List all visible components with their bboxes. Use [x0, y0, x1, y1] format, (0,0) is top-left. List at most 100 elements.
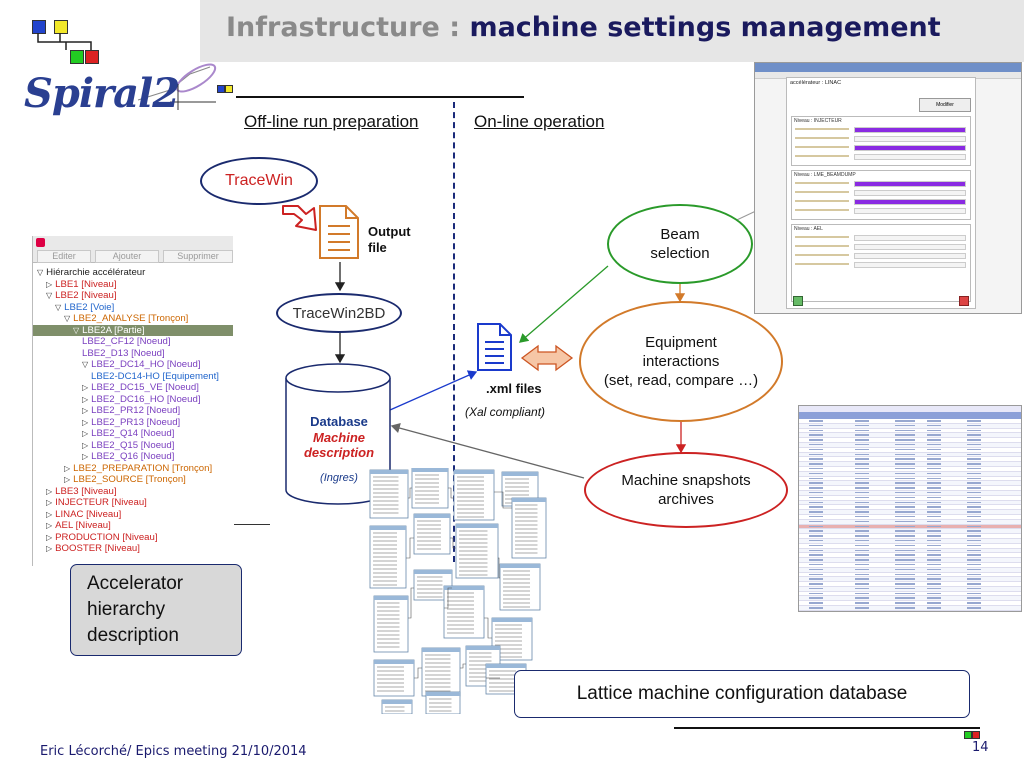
- screenshot-modify-button[interactable]: Modifier: [919, 98, 971, 112]
- collapsed-triangle-icon[interactable]: ▷: [46, 532, 53, 542]
- table-cell: [927, 583, 941, 585]
- collapsed-triangle-icon[interactable]: ▷: [46, 521, 53, 530]
- table-row: [799, 577, 1021, 583]
- schema-relation: [408, 587, 414, 619]
- tree-item[interactable]: ▷LBE2_PR12 [Noeud]: [82, 405, 180, 416]
- table-cell: [895, 559, 915, 561]
- tree-item[interactable]: ▷LBE1 [Niveau]: [46, 279, 117, 290]
- collapsed-triangle-icon[interactable]: ▷: [82, 440, 89, 450]
- screenshot-section: Niveau : INJECTEUR: [791, 116, 971, 166]
- collapsed-triangle-icon[interactable]: ▷: [46, 486, 53, 496]
- screenshot-ok-icon[interactable]: [793, 296, 803, 306]
- tree-item[interactable]: ▽LBE2 [Voie]: [55, 302, 114, 313]
- tree-item[interactable]: ▷LBE2_Q14 [Noeud]: [82, 428, 174, 439]
- arrow-database-to-xml: [389, 370, 478, 411]
- table-cell: [895, 420, 915, 422]
- edit-button[interactable]: Editer: [37, 250, 91, 263]
- tree-item[interactable]: ▽LBE2A [Partie]: [33, 324, 233, 336]
- collapsed-triangle-icon[interactable]: ▷: [82, 394, 89, 404]
- table-cell: [927, 568, 941, 571]
- database-label-line2: Machine: [312, 430, 365, 445]
- collapsed-triangle-icon[interactable]: ▷: [82, 429, 89, 438]
- tree-item[interactable]: ▽LBE2_DC14_HO [Noeud]: [82, 359, 200, 370]
- tree-item[interactable]: ▷AEL [Niveau]: [46, 520, 111, 531]
- expanded-triangle-icon[interactable]: ▽: [37, 268, 44, 277]
- table-cell: [895, 439, 915, 441]
- database-label-line1: Database: [310, 414, 368, 429]
- table-cell: [855, 506, 869, 508]
- screenshot-section-title: Niveau : INJECTEUR: [794, 118, 842, 124]
- table-cell: [967, 554, 981, 556]
- tree-item[interactable]: ▷LBE2_DC16_HO [Noeud]: [82, 394, 200, 405]
- accelerator-callout-line2: hierarchy: [87, 599, 166, 620]
- tree-item[interactable]: ▷LBE2_Q16 [Noeud]: [82, 451, 174, 462]
- tree-panel-rule: [234, 524, 270, 525]
- expanded-triangle-icon[interactable]: ▽: [82, 360, 89, 369]
- table-cell: [809, 573, 823, 575]
- collapsed-triangle-icon[interactable]: ▷: [46, 509, 53, 519]
- accelerator-callout-line1: Accelerator: [87, 573, 184, 594]
- collapsed-triangle-icon[interactable]: ▷: [82, 417, 89, 427]
- tree-item[interactable]: ▷LBE2_SOURCE [Tronçon]: [64, 474, 186, 485]
- table-cell: [967, 525, 981, 528]
- expanded-triangle-icon[interactable]: ▽: [73, 325, 80, 335]
- tree-item[interactable]: ▷LBE2_DC15_VE [Noeud]: [82, 382, 199, 393]
- expanded-triangle-icon[interactable]: ▽: [64, 314, 71, 323]
- screenshot-close-icon[interactable]: [959, 296, 969, 306]
- expanded-triangle-icon[interactable]: ▽: [55, 302, 62, 312]
- collapsed-triangle-icon[interactable]: ▷: [46, 544, 53, 553]
- accelerator-tree-panel: Editer Ajouter Supprimer ▽Hiérarchie acc…: [32, 236, 233, 566]
- table-cell: [895, 453, 915, 456]
- tree-item[interactable]: ▷LBE2_PREPARATION [Tronçon]: [64, 463, 212, 474]
- table-cell: [967, 420, 981, 422]
- tree-item[interactable]: ▷INJECTEUR [Niveau]: [46, 497, 147, 508]
- tree-item[interactable]: ▽LBE2 [Niveau]: [46, 290, 117, 301]
- table-cell: [855, 496, 869, 499]
- tree-item[interactable]: LBE2_D13 [Noeud]: [82, 348, 165, 359]
- collapsed-triangle-icon[interactable]: ▷: [82, 383, 89, 392]
- tree-item[interactable]: ▽Hiérarchie accélérateur: [37, 267, 145, 278]
- schema-table: [425, 691, 461, 714]
- table-cell: [809, 487, 823, 489]
- table-cell: [895, 535, 915, 537]
- table-cell: [927, 501, 941, 504]
- tree-item[interactable]: ▷BOOSTER [Niveau]: [46, 543, 140, 554]
- tree-item[interactable]: LBE2-DC14-HO [Equipement]: [91, 371, 219, 382]
- add-button[interactable]: Ajouter: [95, 250, 159, 263]
- tree-item[interactable]: ▷LBE2_Q15 [Noeud]: [82, 440, 174, 451]
- table-cell: [855, 530, 869, 532]
- screenshot-field-label: [795, 191, 849, 193]
- table-cell: [967, 530, 981, 532]
- delete-button[interactable]: Supprimer: [163, 250, 233, 263]
- arrow-tracewin-to-output: [282, 205, 317, 231]
- tree-item-label: BOOSTER [Niveau]: [55, 543, 140, 554]
- tree-item-label: LBE2A [Partie]: [82, 324, 145, 336]
- expanded-triangle-icon[interactable]: ▽: [46, 291, 53, 300]
- tree-item[interactable]: ▽LBE2_ANALYSE [Tronçon]: [64, 313, 188, 324]
- collapsed-triangle-icon[interactable]: ▷: [64, 475, 71, 484]
- schema-relation: [408, 487, 412, 499]
- table-cell: [927, 448, 941, 451]
- database-label-line4: (Ingres): [320, 472, 358, 484]
- screenshot-field: [854, 181, 966, 187]
- schema-relation: [494, 491, 512, 509]
- collapsed-triangle-icon[interactable]: ▷: [46, 279, 53, 289]
- collapsed-triangle-icon[interactable]: ▷: [64, 463, 71, 473]
- tree-item[interactable]: LBE2_CF12 [Noeud]: [82, 336, 171, 347]
- tree-item[interactable]: ▷LBE3 [Niveau]: [46, 486, 117, 497]
- table-cell: [809, 568, 823, 571]
- tree-item[interactable]: ▷LINAC [Niveau]: [46, 509, 121, 520]
- tree-item-label: LBE2_DC14_HO [Noeud]: [91, 359, 201, 370]
- schema-table: [369, 469, 409, 519]
- table-cell: [809, 501, 823, 504]
- table-row: [799, 466, 1021, 472]
- table-cell: [895, 443, 915, 446]
- logo: [20, 12, 233, 112]
- tree-item[interactable]: ▷PRODUCTION [Niveau]: [46, 532, 158, 543]
- collapsed-triangle-icon[interactable]: ▷: [82, 406, 89, 415]
- tree-item[interactable]: ▷LBE2_PR13 [Noeud]: [82, 417, 180, 428]
- collapsed-triangle-icon[interactable]: ▷: [46, 498, 53, 507]
- tree-toolbar: Editer Ajouter Supprimer: [33, 236, 233, 263]
- collapsed-triangle-icon[interactable]: ▷: [82, 452, 89, 461]
- table-cell: [895, 520, 915, 523]
